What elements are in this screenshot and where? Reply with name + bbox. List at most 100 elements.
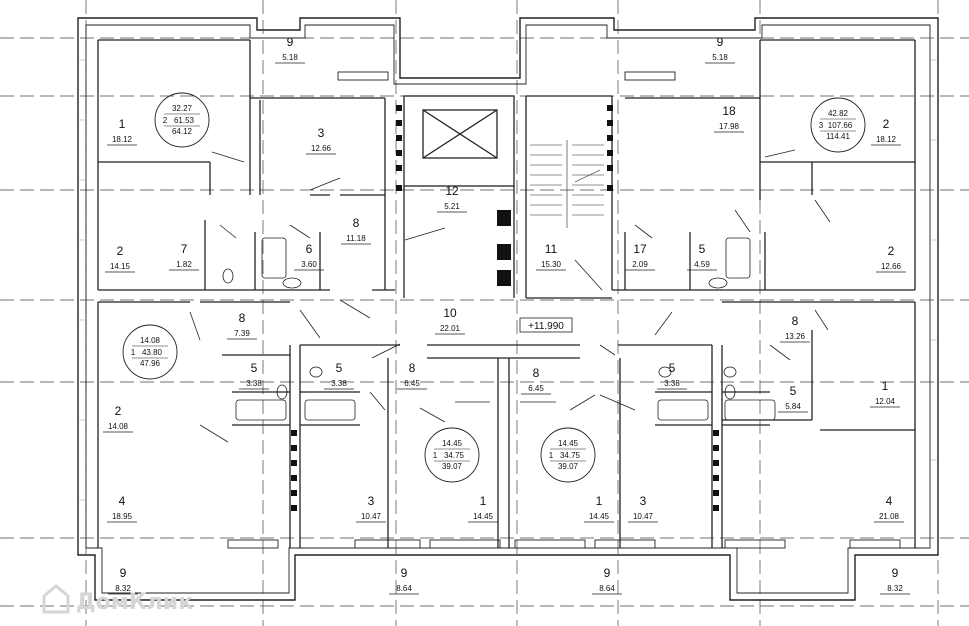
room-number: 9	[401, 566, 408, 580]
room-number: 1	[882, 379, 889, 393]
room-number: 8	[792, 314, 799, 328]
house-logo-icon	[42, 584, 70, 614]
room-label-r5-c2: 53.38	[324, 361, 354, 390]
apartment-total-area: 61.53	[174, 116, 195, 125]
room-label-r5-g: 55.84	[778, 384, 808, 413]
room-area: 5.21	[444, 202, 460, 211]
room-label-r8-e: 86.45	[521, 366, 551, 395]
room-area: 18.12	[876, 135, 897, 144]
room-area: 14.15	[110, 262, 131, 271]
room-label-r17-b: 172.09	[625, 242, 655, 271]
room-number: 9	[717, 35, 724, 49]
room-number: 2	[888, 244, 895, 258]
room-number: 9	[604, 566, 611, 580]
room-label-r4-g: 421.08	[874, 494, 904, 523]
room-label-r5-f: 53.38	[657, 361, 687, 390]
room-number: 8	[533, 366, 540, 380]
room-label-r3-d: 310.47	[356, 494, 386, 523]
apartment-total-area: 34.75	[560, 451, 581, 460]
apartment-living-area: 14.45	[558, 439, 579, 448]
room-area: 14.08	[108, 422, 129, 431]
exterior-walls	[77, 17, 939, 601]
room-label-r9-tl: 95.18	[275, 35, 305, 64]
room-number: 9	[287, 35, 294, 49]
room-number: 8	[353, 216, 360, 230]
room-number: 5	[336, 361, 343, 375]
room-area: 8.32	[887, 584, 903, 593]
room-number: 5	[699, 242, 706, 256]
room-number: 3	[368, 494, 375, 508]
room-number: 10	[443, 306, 457, 320]
room-area: 21.08	[879, 512, 900, 521]
room-label-r6-a: 63.60	[294, 242, 324, 271]
room-label-r4-c: 418.95	[107, 494, 137, 523]
room-number: 5	[790, 384, 797, 398]
room-label-r1-d: 114.45	[468, 494, 498, 523]
room-area: 22.01	[440, 324, 461, 333]
room-number: 5	[669, 361, 676, 375]
room-label-r5-c1: 53.38	[239, 361, 269, 390]
room-area: 8.64	[396, 584, 412, 593]
room-number: 2	[115, 404, 122, 418]
apartment-total-area: 107.66	[828, 121, 853, 130]
apartment-total-area-with-balcony: 47.96	[140, 359, 161, 368]
elevation-mark: +11.990	[519, 317, 573, 333]
room-number: 18	[722, 104, 736, 118]
apartment-room-count: 3	[819, 121, 824, 130]
room-number: 7	[181, 242, 188, 256]
room-area: 2.09	[632, 260, 648, 269]
room-number: 9	[120, 566, 127, 580]
wall-hatch	[78, 59, 938, 501]
apartment-total-area: 34.75	[444, 451, 465, 460]
room-area: 6.45	[404, 379, 420, 388]
room-number: 12	[445, 184, 459, 198]
apartment-room-count: 1	[433, 451, 438, 460]
room-number: 2	[883, 117, 890, 131]
room-label-r5-b: 54.59	[687, 242, 717, 271]
room-label-r8-g: 813.26	[780, 314, 810, 343]
watermark-text: ДомКлик	[76, 590, 193, 615]
room-number: 17	[633, 242, 647, 256]
room-label-r12: 125.21	[437, 184, 467, 213]
room-label-r9-b3: 98.64	[592, 566, 622, 595]
room-area: 12.04	[875, 397, 896, 406]
apartment-room-count: 2	[163, 116, 168, 125]
room-area: 5.18	[712, 53, 728, 62]
apartment-total-area-with-balcony: 114.41	[826, 132, 850, 141]
room-label-r8-d: 86.45	[397, 361, 427, 390]
room-number: 2	[117, 244, 124, 258]
room-area: 3.38	[331, 379, 347, 388]
room-label-r2-b2: 212.66	[876, 244, 906, 273]
room-label-r1-g: 112.04	[870, 379, 900, 408]
room-label-r1-a: 118.12	[107, 117, 137, 146]
apartment-total-area: 43.80	[142, 348, 163, 357]
room-area: 3.60	[301, 260, 317, 269]
room-area: 8.64	[599, 584, 615, 593]
room-area: 18.12	[112, 135, 133, 144]
room-area: 3.38	[246, 379, 262, 388]
apartment-room-count: 1	[549, 451, 554, 460]
room-label-r3-a: 312.66	[306, 126, 336, 155]
interior-walls	[97, 39, 916, 549]
room-number: 3	[318, 126, 325, 140]
room-area: 10.47	[633, 512, 654, 521]
room-label-r8-c: 87.39	[227, 311, 257, 340]
room-area: 14.45	[589, 512, 610, 521]
room-number: 4	[886, 494, 893, 508]
room-area: 3.38	[664, 379, 680, 388]
apartment-living-area: 42.82	[828, 109, 849, 118]
room-area: 7.39	[234, 329, 250, 338]
room-label-r2-b: 218.12	[871, 117, 901, 146]
room-area: 8.32	[115, 584, 131, 593]
room-area: 12.66	[881, 262, 902, 271]
room-area: 4.59	[694, 260, 710, 269]
room-area: 6.45	[528, 384, 544, 393]
apartment-total-area-with-balcony: 39.07	[558, 462, 579, 471]
room-label-r9-b2: 98.64	[389, 566, 419, 595]
